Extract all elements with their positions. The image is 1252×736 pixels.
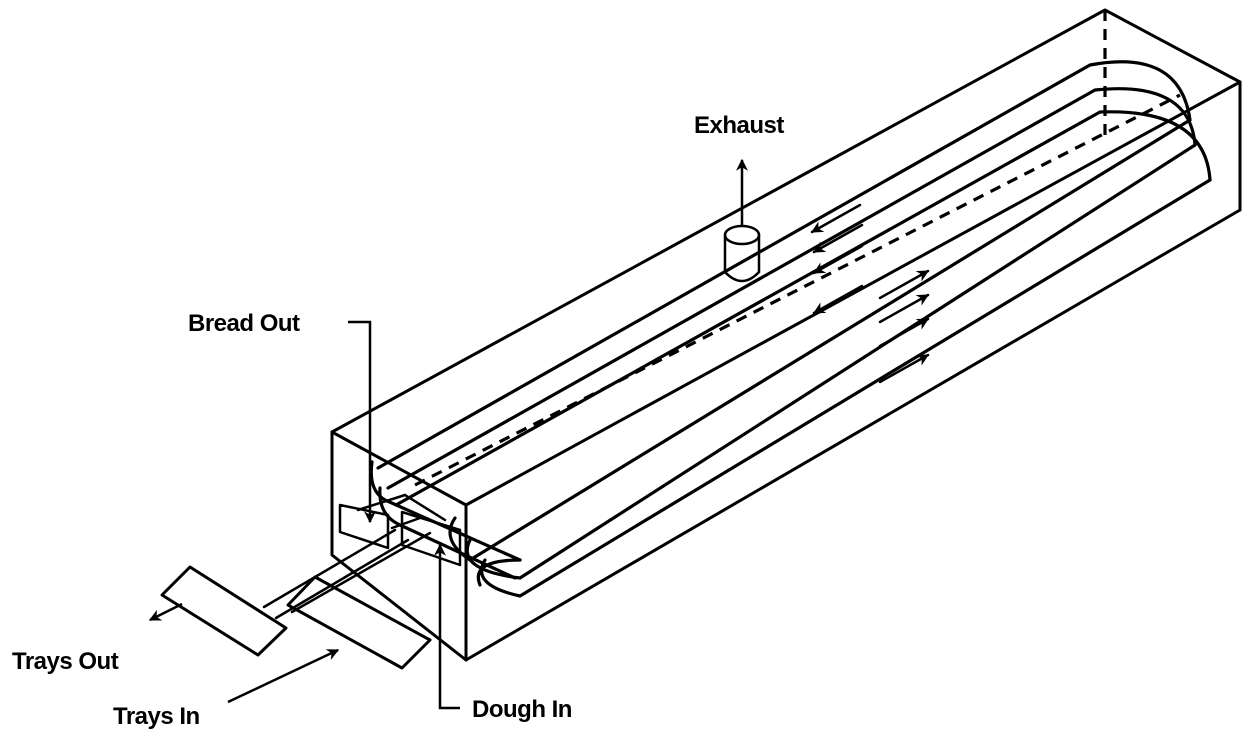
flow-arrow-right xyxy=(878,353,930,384)
flow-arrow-right xyxy=(878,269,930,300)
oven-box xyxy=(330,8,1242,662)
bread-out-label: Bread Out xyxy=(188,310,300,337)
flow-arrow-left xyxy=(812,223,864,254)
flow-arrow-left xyxy=(812,284,864,315)
conveyor-belts xyxy=(369,60,1212,598)
front-openings xyxy=(338,493,462,567)
trays-out-label: Trays Out xyxy=(12,648,119,675)
flow-arrow-right xyxy=(878,293,930,324)
exhaust-label: Exhaust xyxy=(694,112,784,139)
dough-in-leader xyxy=(434,543,460,710)
trays-out-arrow xyxy=(148,602,183,622)
leaders xyxy=(148,320,460,710)
dough-in-opening xyxy=(400,510,462,567)
flow-arrow-right xyxy=(878,317,930,348)
trays-in-label: Trays In xyxy=(113,703,200,730)
trays xyxy=(160,528,432,670)
exhaust-stack xyxy=(723,158,761,283)
flow-arrow-left xyxy=(810,203,862,234)
flow-arrows xyxy=(810,203,930,384)
bread-out-opening xyxy=(338,503,390,550)
tray-out xyxy=(160,565,288,657)
dough-in-label: Dough In xyxy=(472,696,572,723)
flow-arrow-left xyxy=(812,244,864,275)
tray-in xyxy=(286,575,432,670)
trays-in-arrow xyxy=(227,648,340,704)
bread-out-leader xyxy=(348,320,376,524)
